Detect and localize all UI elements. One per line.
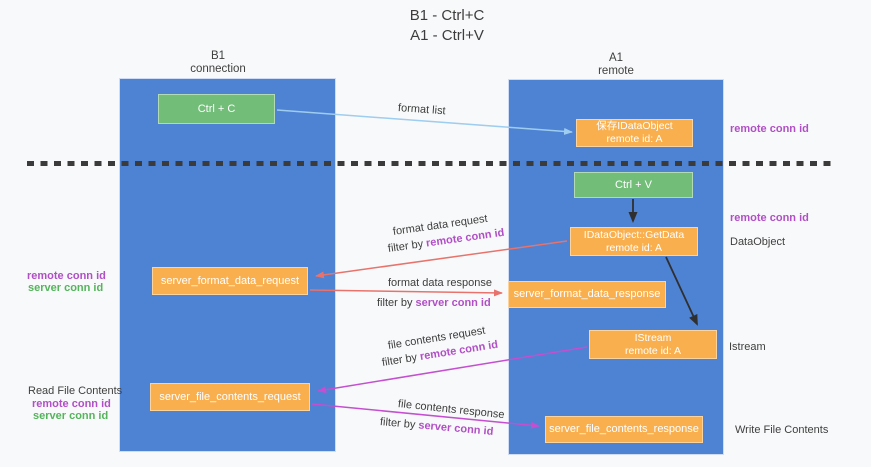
filter-by-text: filter by [377, 297, 416, 309]
istream-box: IStream remote id: A [589, 330, 717, 359]
left-column-header: B1 connection [168, 50, 268, 76]
getdata-line1: IDataObject::GetData [583, 228, 685, 241]
getdata-line2: remote id: A [605, 241, 663, 254]
file-contents-response-label: file contents response [397, 398, 506, 422]
server-file-contents-request-box: server_file_contents_request [150, 383, 310, 411]
remote-conn-id-label-left-top: remote conn id [27, 270, 106, 282]
filter-by-text: filter by [387, 237, 427, 255]
server-file-contents-request-label: server_file_contents_request [159, 390, 301, 403]
title-line-1: B1 - Ctrl+C [409, 7, 485, 24]
server-file-contents-response-box: server_file_contents_response [545, 416, 703, 443]
arrow-format-data-response [309, 289, 503, 297]
right-column-header: A1 remote [566, 52, 666, 78]
server-conn-id-label-left-bottom: server conn id [33, 410, 109, 422]
save-idataobject-line1: 保存IDataObject [596, 120, 673, 132]
istream-side-label: Istream [729, 341, 766, 353]
filter-by-text: filter by [379, 416, 419, 432]
filter-by-text: filter by [381, 351, 421, 369]
dataobject-label: DataObject [730, 236, 786, 248]
right-column-subtitle: remote [598, 65, 634, 77]
ctrl-c-box: Ctrl + C [158, 94, 275, 124]
server-conn-id-label-left-top: server conn id [28, 282, 104, 294]
idataobject-getdata-box: IDataObject::GetData remote id: A [570, 227, 698, 256]
diagram-title: B1 - Ctrl+C A1 - Ctrl+V [347, 6, 547, 46]
file-contents-response-filter-label: filter by server conn id [379, 416, 493, 438]
save-idataobject-line2: remote id: A [606, 133, 663, 145]
read-file-contents-label: Read File Contents [28, 385, 123, 397]
server-format-data-request-box: server_format_data_request [152, 267, 308, 295]
title-line-2: A1 - Ctrl+V [410, 27, 484, 44]
write-file-contents-label: Write File Contents [735, 424, 829, 436]
ctrl-v-box: Ctrl + V [574, 172, 693, 198]
server-conn-id-text: server conn id [415, 297, 491, 309]
save-idataobject-box: 保存IDataObject remote id: A [576, 119, 693, 147]
server-file-contents-response-label: server_file_contents_response [549, 423, 699, 435]
left-column-name: B1 [210, 50, 226, 62]
istream-line1: IStream [634, 331, 672, 344]
format-list-label: format list [397, 102, 446, 118]
server-format-data-response-box: server_format_data_response [508, 281, 666, 308]
format-data-response-filter-label: filter by server conn id [377, 297, 491, 309]
server-conn-id-text: server conn id [417, 419, 494, 438]
server-format-data-request-label: server_format_data_request [160, 274, 300, 287]
ctrl-c-label: Ctrl + C [197, 102, 236, 115]
left-column-subtitle: connection [190, 63, 246, 75]
remote-conn-id-label-top-right: remote conn id [730, 123, 809, 135]
istream-line2: remote id: A [624, 344, 682, 357]
remote-conn-id-label-left-bottom: remote conn id [32, 398, 111, 410]
remote-conn-id-label-mid-right: remote conn id [730, 212, 809, 224]
server-format-data-response-label: server_format_data_response [513, 288, 661, 300]
ctrl-v-label: Ctrl + V [615, 178, 652, 191]
right-column-name: A1 [608, 52, 624, 64]
dashed-divider [27, 161, 837, 166]
format-data-response-label: format data response [388, 277, 492, 289]
